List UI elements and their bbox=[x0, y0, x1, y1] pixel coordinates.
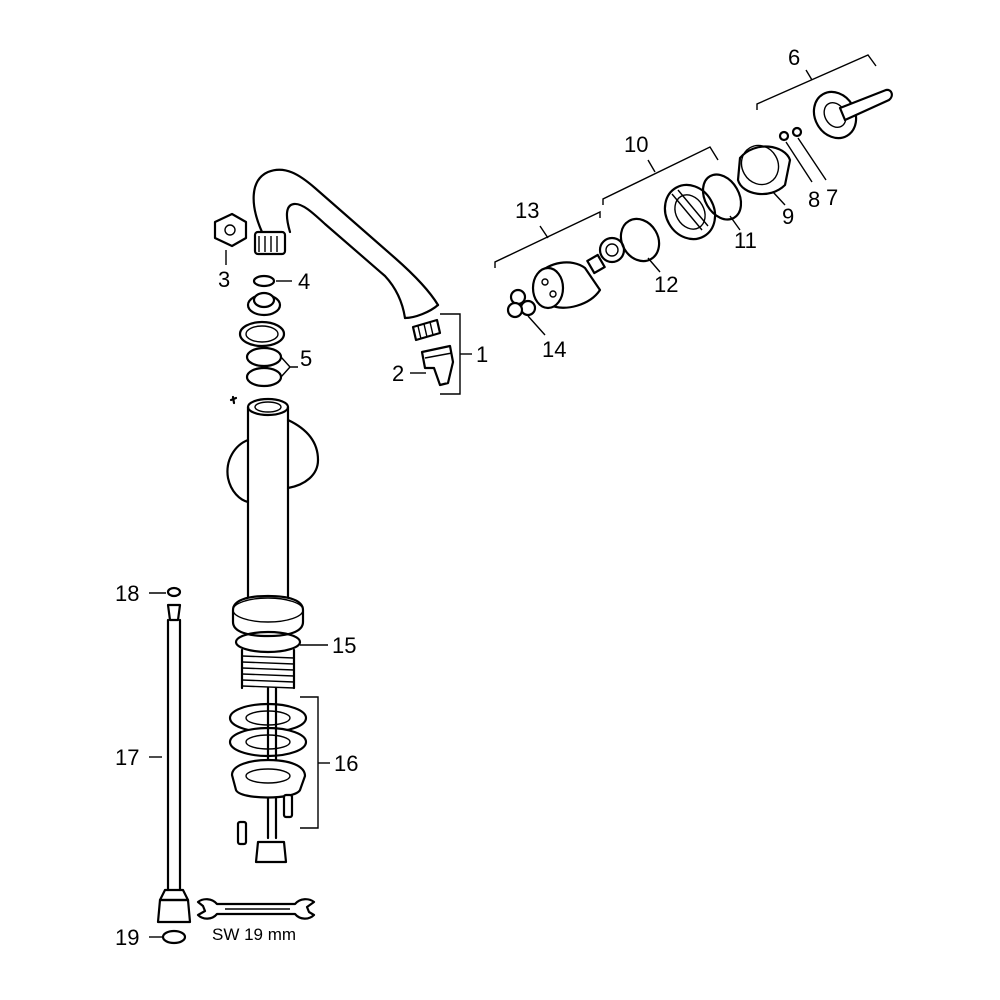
clip-part-3 bbox=[213, 212, 248, 248]
seal-set-part-14 bbox=[506, 288, 537, 319]
ring-large bbox=[238, 320, 286, 348]
callout-5: 5 bbox=[300, 346, 312, 371]
screw-part-7 bbox=[791, 126, 803, 138]
callout-labels: 1 2 3 4 5 6 7 8 9 10 11 12 13 14 15 16 1… bbox=[115, 45, 838, 950]
wrench-size-label: SW 19 mm bbox=[212, 925, 296, 944]
cartridge-part-13 bbox=[531, 253, 606, 310]
hose-part-17 bbox=[156, 586, 192, 945]
callout-11: 11 bbox=[734, 228, 757, 253]
callout-14: 14 bbox=[542, 337, 566, 362]
callout-12: 12 bbox=[654, 272, 678, 297]
callout-4: 4 bbox=[298, 269, 310, 294]
orings-part-5 bbox=[245, 346, 283, 388]
bonnet-part-10 bbox=[663, 183, 717, 241]
aerator-part-1 bbox=[411, 318, 442, 342]
callout-17: 17 bbox=[115, 745, 139, 770]
callout-6: 6 bbox=[788, 45, 800, 70]
callout-13: 13 bbox=[515, 198, 539, 223]
wrench-icon bbox=[196, 898, 316, 920]
leader-lines bbox=[149, 54, 877, 938]
callout-10: 10 bbox=[624, 132, 648, 157]
valve-insert bbox=[246, 291, 282, 317]
handle-part-6 bbox=[812, 88, 893, 140]
callout-18: 18 bbox=[115, 581, 139, 606]
aerator-housing-part-2 bbox=[420, 344, 455, 387]
callout-9: 9 bbox=[782, 204, 794, 229]
sleeve-part-9 bbox=[736, 144, 792, 196]
callout-19: 19 bbox=[115, 925, 139, 950]
spout-connector bbox=[253, 230, 287, 256]
callout-2: 2 bbox=[392, 361, 404, 386]
callout-15: 15 bbox=[332, 633, 356, 658]
oring-part-11 bbox=[701, 173, 743, 221]
pin-part-8 bbox=[778, 130, 790, 142]
mounting-set-part-16 bbox=[228, 686, 308, 864]
oring-part-4 bbox=[252, 274, 276, 288]
spout bbox=[252, 168, 440, 320]
callout-3: 3 bbox=[218, 267, 230, 292]
callout-16: 16 bbox=[334, 751, 358, 776]
oring-part-12 bbox=[619, 217, 661, 263]
callout-8: 8 bbox=[808, 187, 820, 212]
faucet-body bbox=[226, 395, 320, 690]
callout-1: 1 bbox=[476, 342, 488, 367]
callout-7: 7 bbox=[826, 185, 838, 210]
